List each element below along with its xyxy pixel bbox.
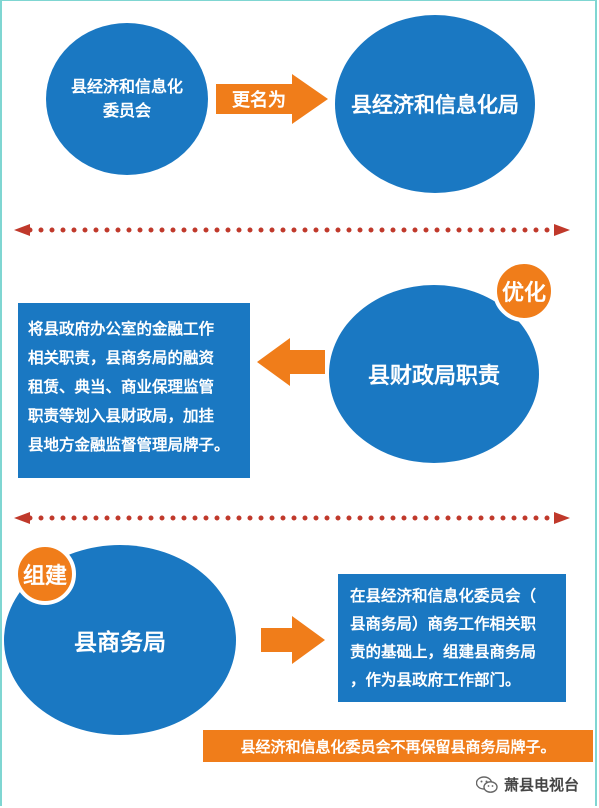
finance-line-4: 职责等划入县财政局，加挂 bbox=[28, 407, 215, 425]
left-arrow-icon bbox=[257, 338, 325, 386]
optimize-badge-label: 优化 bbox=[501, 281, 546, 306]
divider-2-left-arrow-icon bbox=[14, 512, 30, 524]
commerce-bureau-label: 县商务局 bbox=[74, 630, 166, 656]
finance-line-3: 租赁、典当、商业保理监管 bbox=[28, 378, 215, 396]
divider-2-right-arrow-icon bbox=[554, 512, 570, 524]
divider-2 bbox=[14, 512, 570, 524]
target-circle-label: 县经济和信息化局 bbox=[351, 93, 519, 117]
finance-line-5: 县地方金融监督管理局牌子。 bbox=[28, 436, 230, 454]
optimize-badge: 优化 bbox=[493, 260, 555, 322]
commerce-line-3: 责的基础上，组建县商务局 bbox=[350, 643, 537, 661]
right-arrow-icon bbox=[216, 74, 328, 124]
finance-line-2: 相关职责，县商务局的融资 bbox=[28, 349, 215, 367]
note-banner: 县经济和信息化委员会不再保留县商务局牌子。 bbox=[203, 730, 593, 762]
divider-1-left-arrow-icon bbox=[14, 224, 30, 236]
wechat-icon bbox=[475, 775, 498, 793]
commerce-line-2: 县商务局）商务工作相关职 bbox=[350, 615, 537, 633]
divider-1 bbox=[14, 224, 570, 236]
divider-1-right-arrow-icon bbox=[554, 224, 570, 236]
rename-arrow: 更名为 bbox=[216, 74, 328, 124]
right-arrow-icon-2 bbox=[261, 616, 325, 664]
finance-bureau-label: 县财政局职责 bbox=[367, 364, 500, 389]
source-circle-line-2: 委员会 bbox=[102, 101, 151, 120]
target-circle: 县经济和信息化局 bbox=[335, 15, 535, 193]
establish-badge: 组建 bbox=[14, 543, 76, 605]
commerce-description-box: 在县经济和信息化委员会（ 县商务局）商务工作相关职 责的基础上，组建县商务局 ，… bbox=[338, 574, 566, 702]
watermark: 萧县电视台 bbox=[475, 774, 579, 795]
commerce-line-1: 在县经济和信息化委员会（ bbox=[350, 587, 537, 605]
establish-badge-label: 组建 bbox=[22, 564, 67, 589]
source-circle-line-1: 县经济和信息化 bbox=[70, 77, 183, 96]
commerce-line-4: ，作为县政府工作部门。 bbox=[350, 671, 521, 689]
finance-description-box: 将县政府办公室的金融工作 相关职责，县商务局的融资 租赁、典当、商业保理监管 职… bbox=[18, 303, 250, 478]
watermark-text: 萧县电视台 bbox=[503, 776, 579, 794]
source-circle: 县经济和信息化 委员会 bbox=[46, 23, 208, 175]
rename-label: 更名为 bbox=[232, 90, 286, 111]
note-text: 县经济和信息化委员会不再保留县商务局牌子。 bbox=[240, 737, 556, 756]
finance-line-1: 将县政府办公室的金融工作 bbox=[28, 320, 215, 338]
